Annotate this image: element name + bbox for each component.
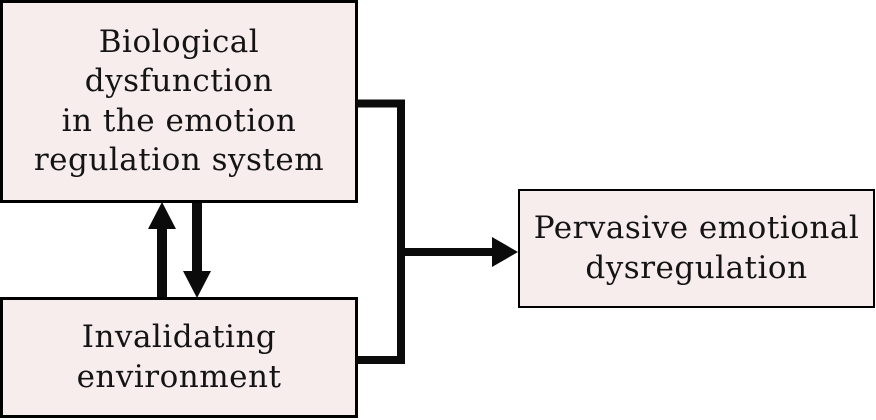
node-biological-dysfunction: Biological dysfunction in the emotion re… — [0, 0, 358, 203]
node-invalidating-environment: Invalidating environment — [0, 297, 358, 418]
outcome-arrowhead-icon — [492, 237, 518, 267]
node-pervasive-emotional-dysregulation: Pervasive emotional dysregulation — [518, 189, 875, 308]
node-invalidating-environment-label: Invalidating environment — [76, 319, 282, 395]
node-pervasive-emotional-dysregulation-label: Pervasive emotional dysregulation — [533, 210, 860, 286]
merge-bracket-line — [356, 99, 405, 364]
down-arrowhead-icon — [183, 271, 211, 298]
node-biological-dysfunction-label: Biological dysfunction in the emotion re… — [33, 24, 325, 178]
up-arrowhead-icon — [148, 202, 176, 229]
